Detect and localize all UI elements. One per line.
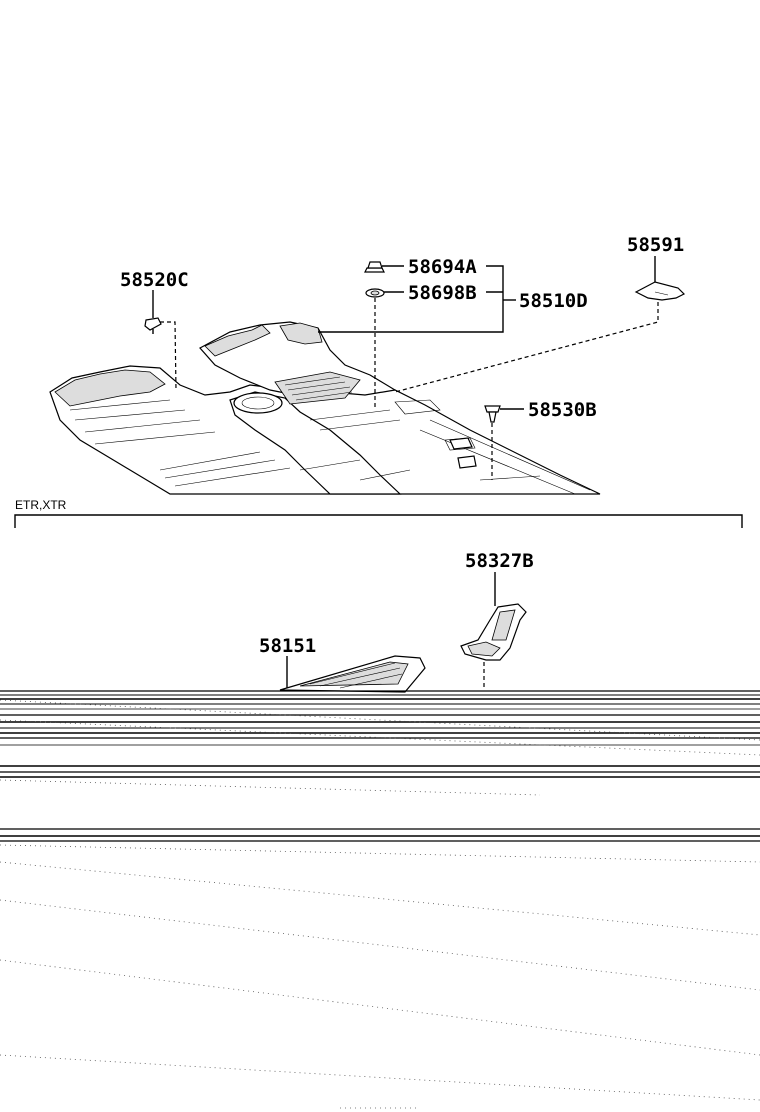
pad-58327b-part <box>460 603 527 661</box>
scan-artifact-lines <box>0 690 760 1109</box>
leader-lines-lower <box>286 572 496 690</box>
clip-58520c-part <box>144 317 162 334</box>
callout-58591: 58591 <box>627 234 684 256</box>
washer-58698b-part <box>365 288 385 298</box>
bracket-58591-part <box>634 281 686 301</box>
clip-58694a-part <box>364 261 385 273</box>
callout-58151: 58151 <box>259 635 316 657</box>
section-bracket <box>14 514 743 528</box>
leader-lines-upper <box>152 256 659 480</box>
callout-58698b: 58698B <box>408 282 477 304</box>
floor-carpet <box>49 321 601 495</box>
callout-58327b: 58327B <box>465 550 534 572</box>
callout-58510d: 58510D <box>519 290 588 312</box>
callout-58520c: 58520C <box>120 269 189 291</box>
section-label: ETR,XTR <box>15 498 67 512</box>
clip-58530b-part <box>484 405 501 423</box>
callout-58530b: 58530B <box>528 399 597 421</box>
callout-58694a: 58694A <box>408 256 477 278</box>
insulator-58151-part <box>279 655 426 693</box>
